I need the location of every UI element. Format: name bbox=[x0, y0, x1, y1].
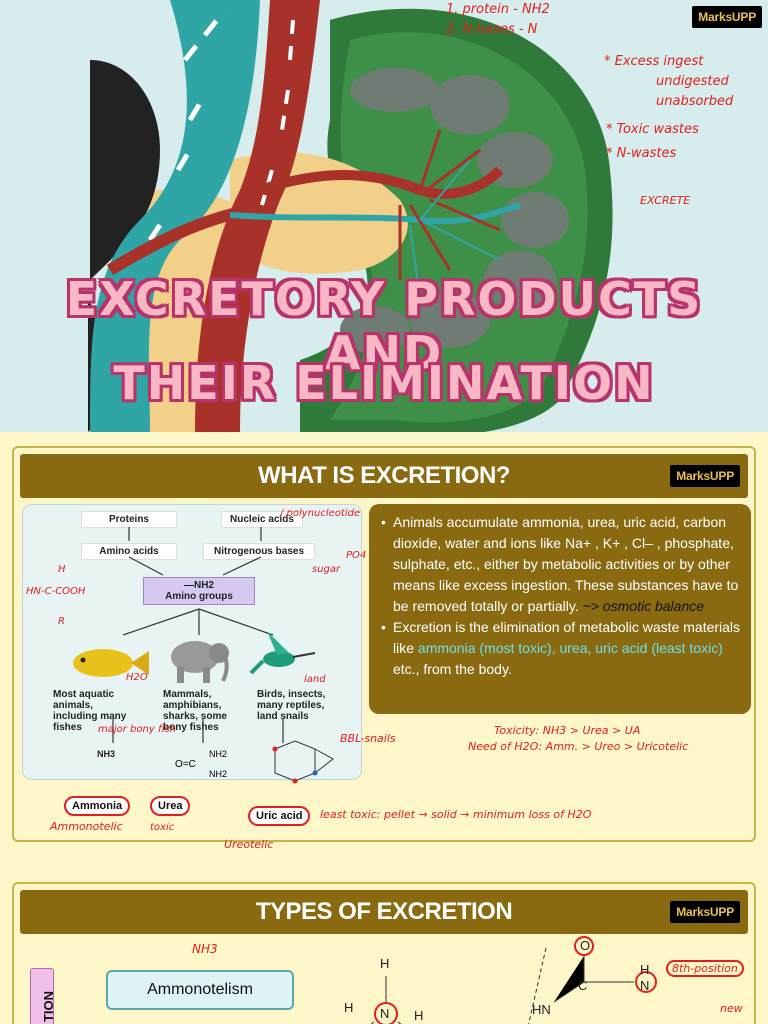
hero-title-line2: THEIR ELIMINATION bbox=[113, 356, 655, 410]
nitrogen-waste-diagram: Proteins Nucleic acids Amino acids Nitro… bbox=[22, 504, 362, 784]
note-sugar: sugar bbox=[312, 564, 341, 575]
note-protein: 1. protein - NH2 bbox=[446, 2, 550, 17]
note-h: H bbox=[58, 564, 66, 575]
proteins-box: Proteins bbox=[81, 511, 177, 528]
amino-groups-box: —NH2 Amino groups bbox=[143, 577, 255, 605]
note-bbl-snails: BBL-snails bbox=[340, 732, 396, 745]
bullet-accumulate: Animals accumulate ammonia, urea, uric a… bbox=[381, 512, 741, 617]
uric-acid-structure bbox=[272, 740, 334, 784]
note-undigested: undigested bbox=[656, 74, 729, 89]
note-land: land bbox=[304, 674, 326, 685]
brand-logo: MarksUPP bbox=[670, 901, 740, 923]
ammonotelism-box: Ammonotelism bbox=[106, 970, 294, 1010]
atom-h-right-top: H bbox=[640, 962, 650, 977]
svg-text:O=C: O=C bbox=[175, 759, 196, 770]
svg-text:NH2: NH2 bbox=[209, 749, 227, 759]
hero-title-line1: EXCRETORY PRODUCTS AND bbox=[65, 272, 703, 380]
diagram-arrows bbox=[112, 527, 284, 743]
definition-box: Animals accumulate ammonia, urea, uric a… bbox=[369, 504, 751, 714]
note-need-water: Need of H2O: Amm. > Ureo > Uricotelic bbox=[468, 740, 689, 753]
slide-header: TYPES OF EXCRETION MarksUPP bbox=[20, 890, 748, 934]
amino-box: Amino acids bbox=[81, 543, 177, 560]
note-po4: PO4 bbox=[346, 550, 367, 561]
atom-n-right: N bbox=[640, 978, 650, 993]
note-unabsorbed: unabsorbed bbox=[656, 94, 734, 109]
note-osmotic: ~> osmotic balance bbox=[582, 598, 705, 614]
slide-header: WHAT IS EXCRETION? MarksUPP bbox=[20, 454, 748, 498]
bird-caption: Birds, insects, many reptiles, land snai… bbox=[257, 689, 326, 722]
brand-logo: MarksUPP bbox=[670, 465, 740, 487]
atom-o: O bbox=[580, 938, 591, 953]
fish-icon bbox=[73, 649, 149, 677]
note-excrete: EXCRETE bbox=[640, 194, 691, 207]
note-toxic: toxic bbox=[150, 822, 175, 833]
note-h2o: H2O bbox=[126, 672, 148, 683]
nitro-box: Nitrogenous bases bbox=[203, 543, 315, 560]
atom-n: N bbox=[380, 1006, 390, 1021]
note-toxic: * Toxic wastes bbox=[606, 122, 699, 137]
urea-label: Urea bbox=[150, 796, 191, 816]
note-polynucleotide: / polynucleotide bbox=[280, 508, 361, 519]
molecule-structures bbox=[370, 936, 657, 1024]
ammonia-label: Ammonia bbox=[64, 796, 131, 816]
nucleic-box: Nucleic acids bbox=[221, 511, 303, 528]
slide-title: TYPES OF EXCRETION bbox=[255, 898, 513, 925]
note-ureotelic: Ureotelic bbox=[224, 838, 274, 851]
kidney-illustration bbox=[88, 0, 613, 432]
brand-logo: MarksUPP bbox=[692, 6, 762, 28]
atom-h-left: H bbox=[344, 1000, 354, 1015]
urea-structure: O=C NH2 NH2 bbox=[175, 749, 227, 779]
note-toxicity: Toxicity: NH3 > Urea > UA bbox=[494, 724, 641, 737]
nh3-formula: NH3 bbox=[97, 749, 116, 759]
note-pellet: least toxic: pellet → solid → minimum lo… bbox=[320, 808, 592, 821]
note-excess: * Excess ingest bbox=[604, 54, 704, 69]
atom-h-right: H bbox=[414, 1008, 424, 1023]
svg-text:NH2: NH2 bbox=[209, 769, 227, 779]
note-r: R bbox=[58, 616, 65, 627]
note-ammonotelic: Ammonotelic bbox=[50, 820, 123, 833]
note-8th-position: 8th-position bbox=[666, 960, 744, 977]
slide-what-is-excretion: WHAT IS EXCRETION? MarksUPP Proteins Nuc… bbox=[12, 446, 756, 842]
elephant-icon bbox=[171, 641, 229, 683]
note-amino-structure: HN-C-COOH bbox=[26, 586, 86, 597]
note-nbases: 2. N-bases - N bbox=[446, 22, 538, 37]
fish-caption: Most aquatic animals, including many fis… bbox=[53, 689, 127, 733]
note-nwastes: * N-wastes bbox=[606, 146, 677, 161]
note-new: new bbox=[720, 1002, 743, 1015]
note-nh3: NH3 bbox=[192, 942, 218, 956]
hummingbird-icon bbox=[249, 631, 316, 675]
atom-c: C bbox=[578, 978, 588, 993]
uric-acid-label: Uric acid bbox=[248, 806, 311, 826]
elephant-caption: Mammals, amphibians, sharks, some bony f… bbox=[163, 689, 227, 733]
slide-title: WHAT IS EXCRETION? bbox=[258, 462, 510, 489]
atom-hn: HN bbox=[532, 1002, 551, 1017]
side-tab: TION bbox=[30, 968, 56, 1024]
hero-banner: MarksUPP 1. protein - NH2 2. N-bases - N… bbox=[0, 0, 768, 432]
slide-types-of-excretion: TYPES OF EXCRETION MarksUPP TION Ammonot… bbox=[12, 882, 756, 1024]
atom-h-top: H bbox=[380, 956, 390, 971]
bullet-excretion-definition: Excretion is the elimination of metaboli… bbox=[381, 617, 741, 680]
note-bony: major bony fish bbox=[98, 724, 176, 735]
